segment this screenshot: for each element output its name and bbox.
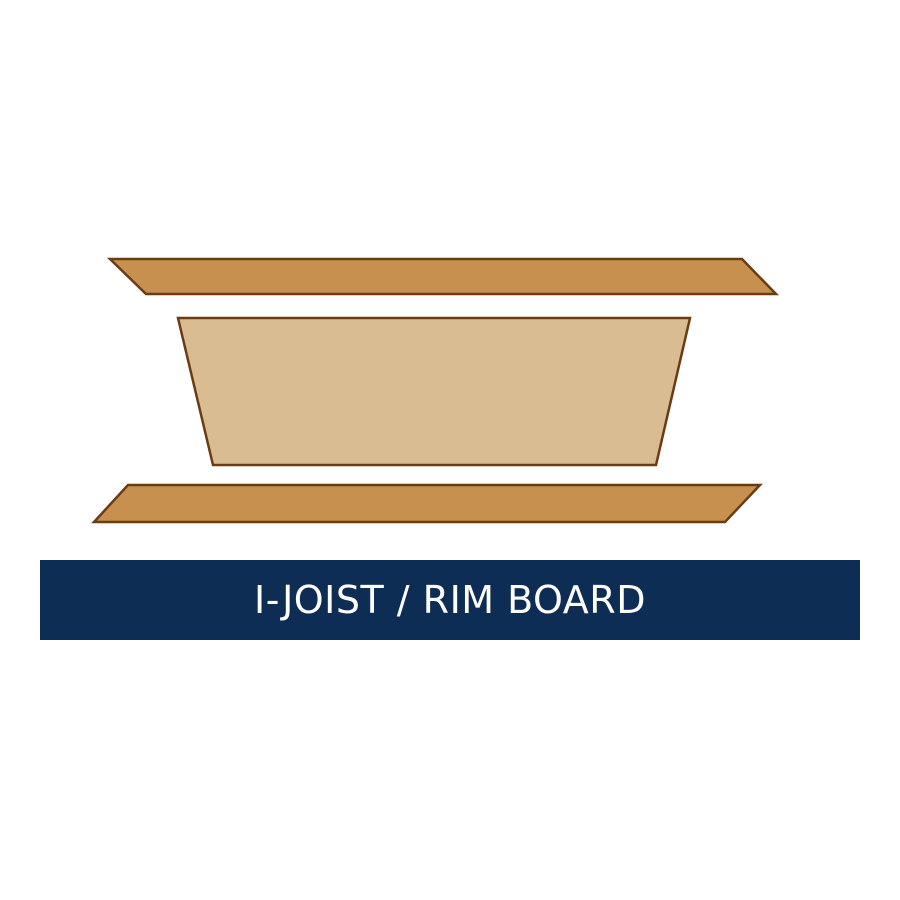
product-label: I-JOIST / RIM BOARD [254, 578, 646, 622]
top-flange [106, 257, 779, 296]
product-label-banner: I-JOIST / RIM BOARD [40, 560, 860, 640]
bottom-flange [91, 483, 763, 524]
web-panel [176, 316, 692, 467]
